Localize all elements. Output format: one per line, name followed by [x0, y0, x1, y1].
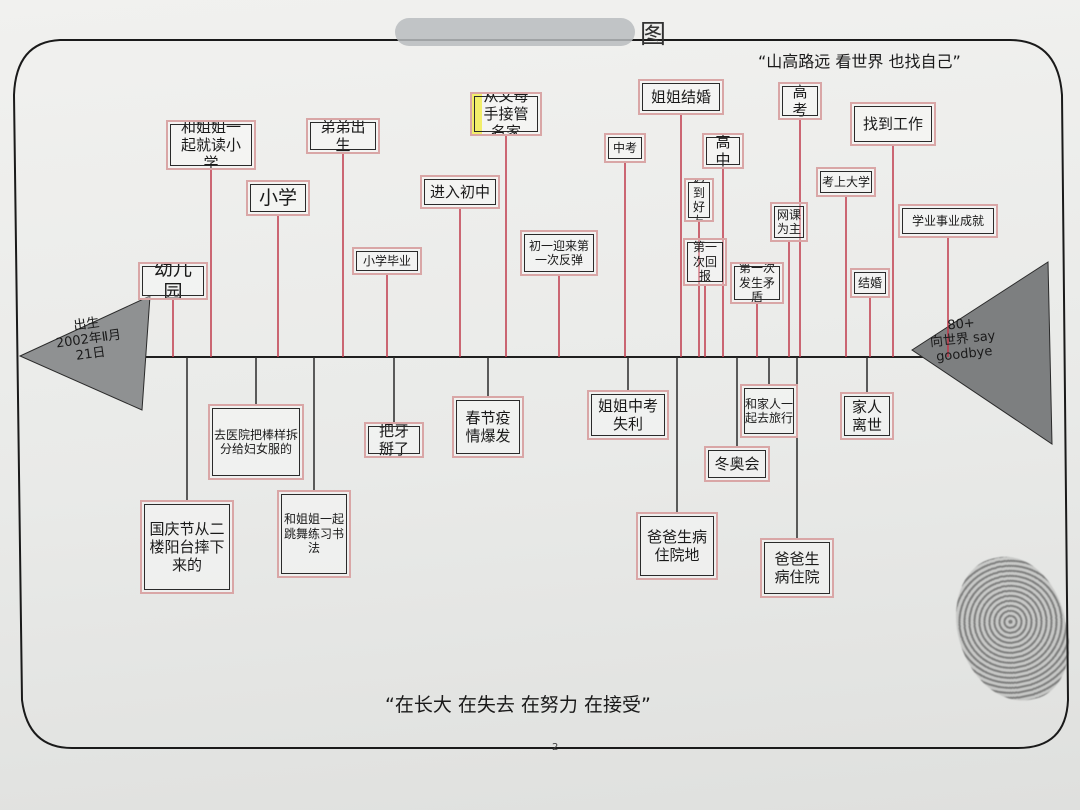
event-box: 和家人一起去旅行	[740, 384, 798, 438]
event-box: 进入初中	[420, 175, 500, 209]
event-box: 中考	[604, 133, 646, 163]
end-label: 80+ 向世界 say goodbye	[928, 315, 998, 366]
event-box: 小学毕业	[352, 247, 422, 275]
event-box: 小学	[246, 180, 310, 216]
event-box: 高中	[702, 133, 744, 169]
event-box: 和姐姐一起就读小学	[166, 120, 256, 170]
event-box: 冬奥会	[704, 446, 770, 482]
event-box: 国庆节从二楼阳台摔下来的	[140, 500, 234, 594]
event-box: 把牙掰了	[364, 422, 424, 458]
top-quote: “山高路远 看世界 也找自己”	[758, 52, 961, 71]
event-box: 初一迎来第一次反弹	[520, 230, 598, 276]
event-box: 春节疫情爆发	[452, 396, 524, 458]
event-box: 高考	[778, 82, 822, 120]
bottom-quote: “在长大 在失去 在努力 在接受”	[385, 694, 651, 716]
branch-lines	[172, 115, 949, 538]
event-box: 去医院把棒样拆分给妇女服的	[208, 404, 304, 480]
event-box: 网课为主	[770, 202, 808, 242]
start-cap-shape	[18, 295, 151, 411]
event-box: 考上大学	[816, 167, 876, 197]
event-box: 第一次发生矛盾	[730, 262, 784, 304]
event-box: 第一次回报	[683, 238, 727, 286]
event-box: 学业事业成就	[898, 204, 998, 238]
event-box: 和姐姐一起跳舞练习书法	[277, 490, 351, 578]
event-box: 遇到好友	[684, 178, 714, 222]
event-box: 家人离世	[840, 392, 894, 440]
page-number: 2	[552, 742, 559, 753]
event-box: 姐姐结婚	[638, 79, 724, 115]
event-box: 爸爸生病住院地	[636, 512, 718, 580]
event-box: 弟弟出生	[306, 118, 380, 154]
birth-label: 出生 2002年Ⅱ月 21日	[53, 314, 124, 367]
redacted-title-scribble	[395, 18, 635, 46]
event-box: 从父母手接管名家	[470, 92, 542, 136]
event-box: 姐姐中考失利	[587, 390, 669, 440]
event-box: 幼儿园	[138, 262, 208, 300]
event-box: 爸爸生病住院	[760, 538, 834, 598]
event-box: 找到工作	[850, 102, 936, 146]
page-title: 图	[640, 20, 667, 50]
end-cap-shape	[911, 261, 1053, 445]
page-frame	[12, 39, 1070, 749]
event-box: 结婚	[850, 268, 890, 298]
